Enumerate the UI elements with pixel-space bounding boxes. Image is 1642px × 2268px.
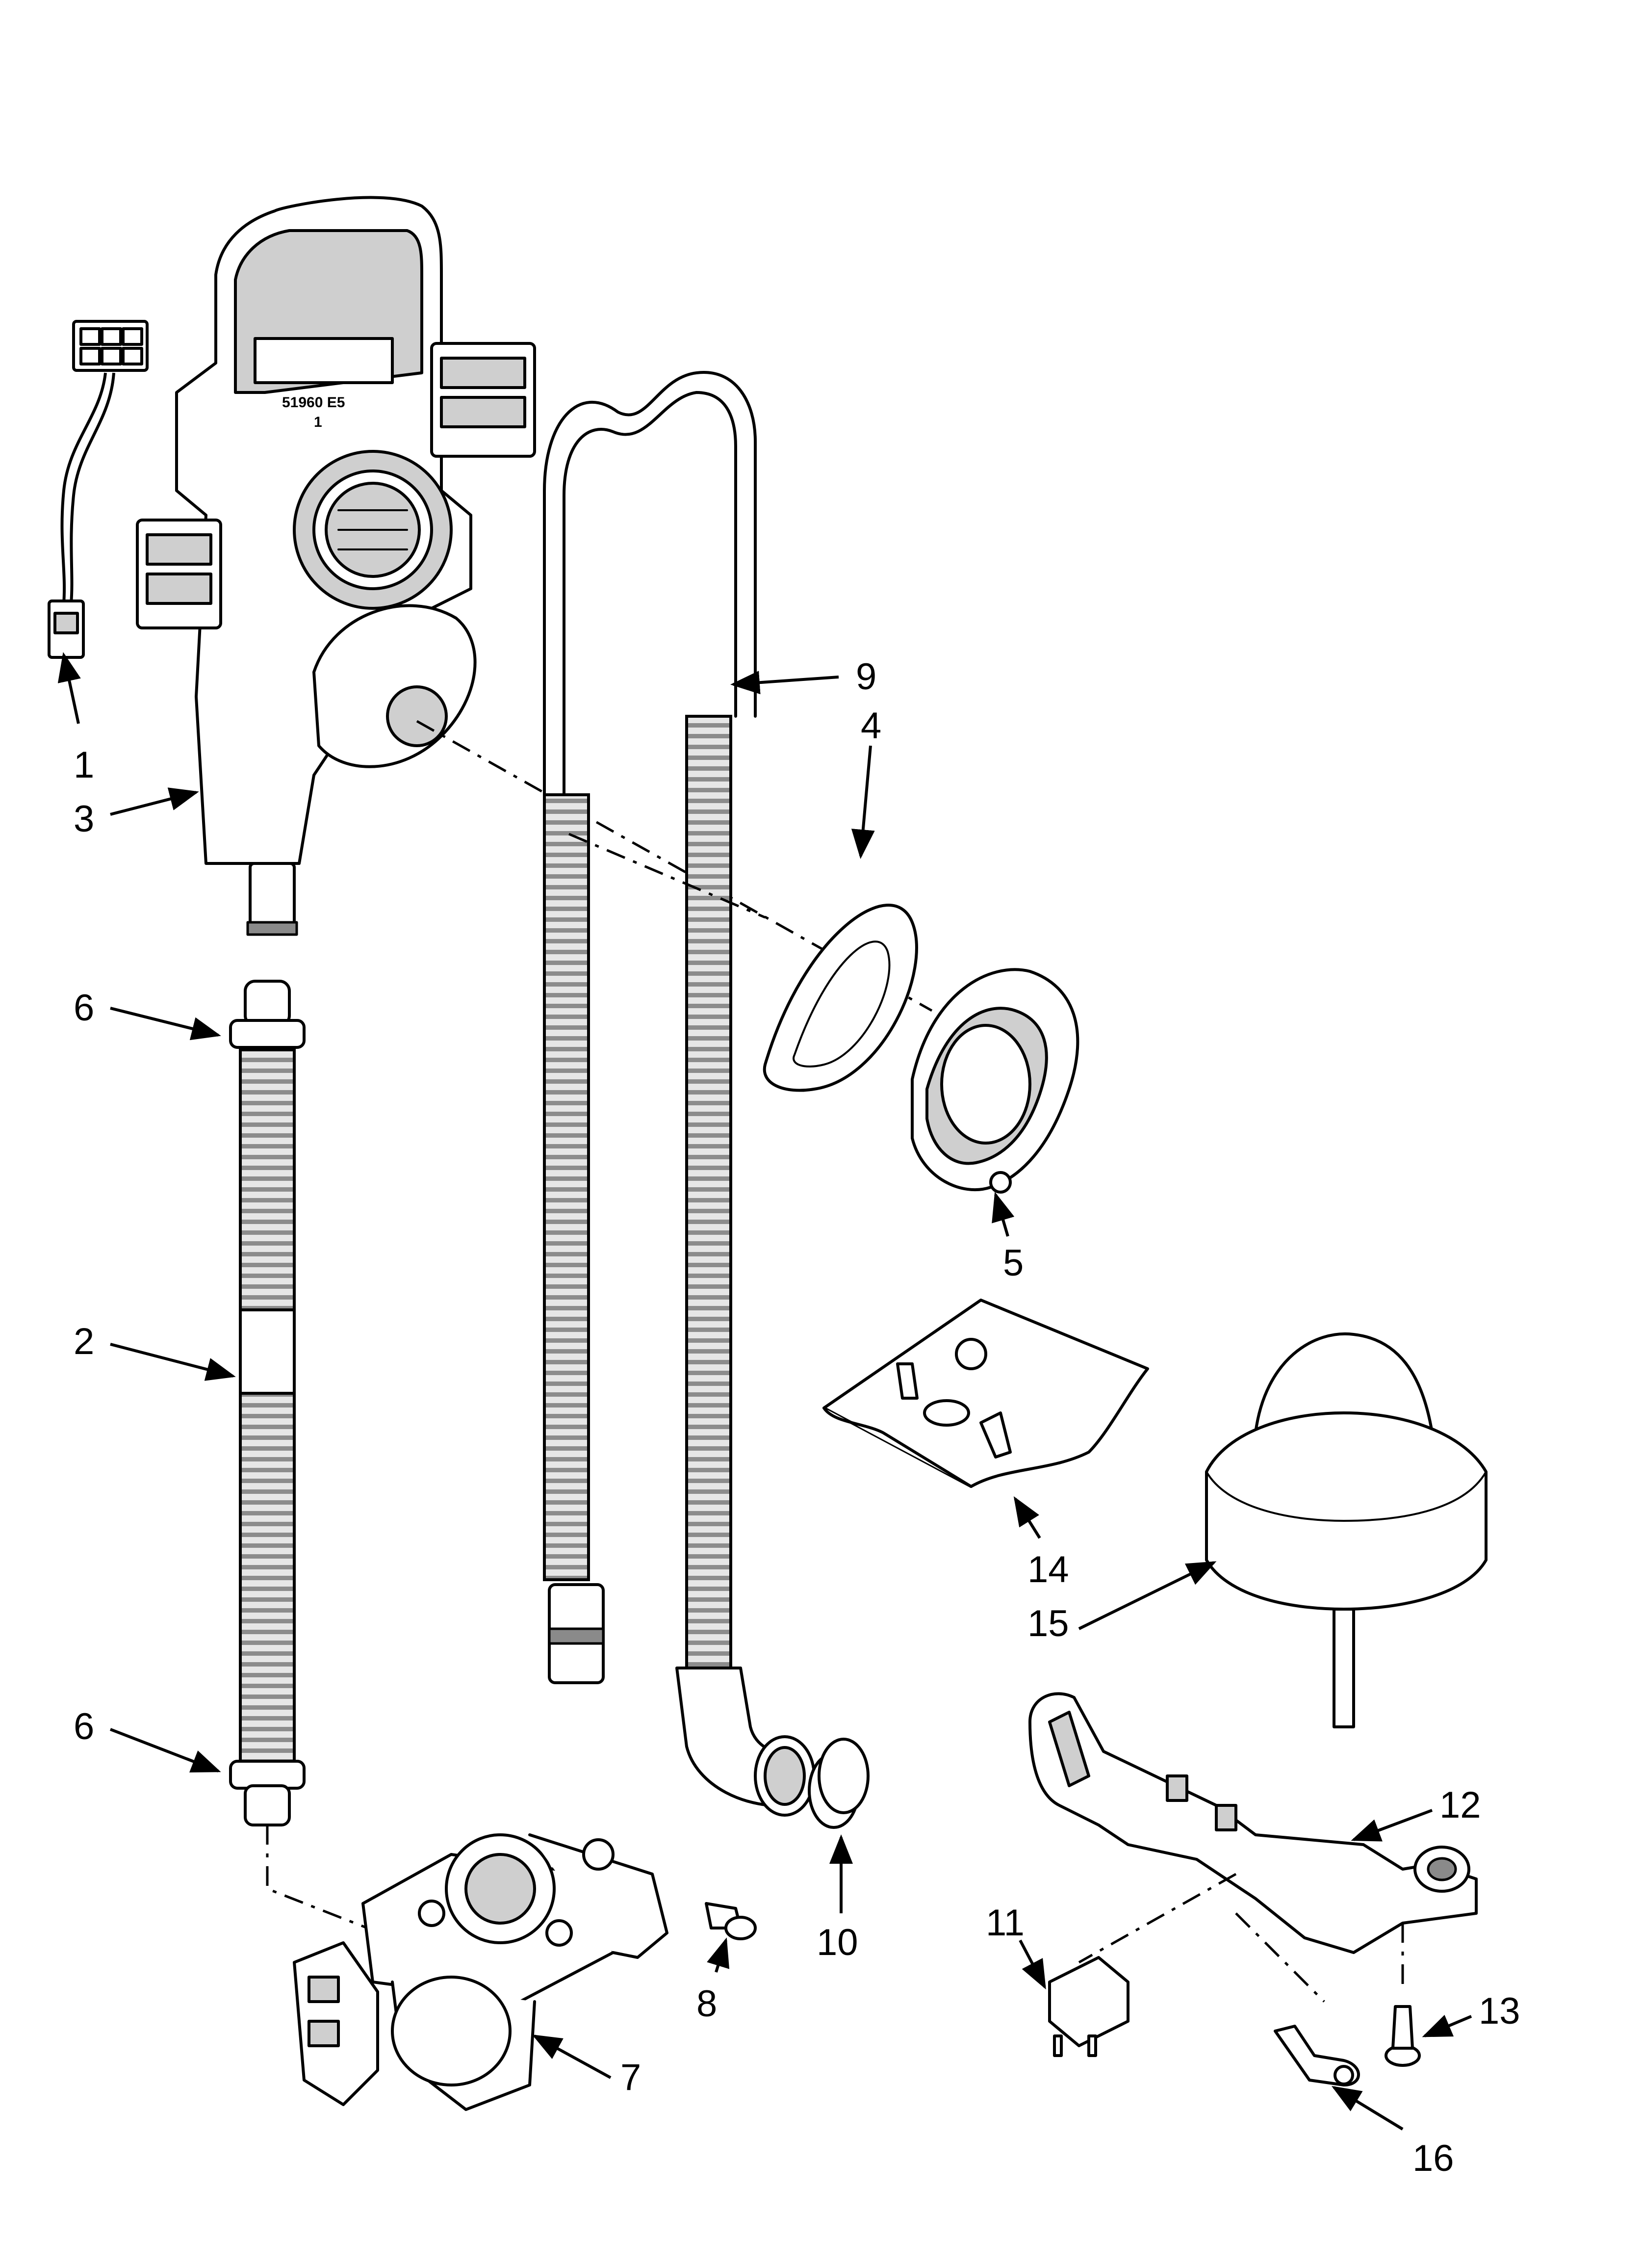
sump-cup-part: [911, 968, 1079, 1194]
corrugated-hose-part: [229, 980, 306, 1826]
callout-6-top: 6: [74, 987, 94, 1029]
callout-13: 13: [1479, 1990, 1520, 2032]
assembly-line-housing-to-cup: [416, 720, 933, 1012]
assembly-line-hose-to-gasket: [568, 833, 766, 919]
assembly-line-bracket-to-switch: [1078, 1873, 1237, 1964]
callout-16: 16: [1412, 2138, 1454, 2179]
callout-8: 8: [696, 1983, 717, 2025]
callout-7: 7: [620, 2057, 641, 2098]
callout-9: 9: [856, 656, 876, 698]
hardware-bag-part: [822, 1299, 1149, 1488]
pump-screw-part: [705, 1902, 757, 1940]
callout-6-bottom: 6: [74, 1706, 94, 1747]
drain-hose-part: [543, 371, 816, 1817]
assembly-line-hose-to-pump: [266, 1825, 393, 1939]
float-part: [1205, 1332, 1488, 1728]
micro-switch-part: [1048, 1956, 1129, 2057]
bracket-screw-part: [1385, 2005, 1421, 2067]
callout-15: 15: [1027, 1603, 1069, 1644]
callout-11: 11: [986, 1902, 1025, 1944]
hose-clamp-part: [808, 1738, 870, 1829]
switch-bracket-part: [1028, 1692, 1478, 1954]
wire-harness-part: [48, 320, 149, 659]
part-stamp-line1: 51960 E5: [282, 394, 345, 411]
callout-4: 4: [861, 705, 881, 747]
float-lever-part: [1274, 2025, 1360, 2086]
callout-10: 10: [817, 1922, 858, 1963]
part-stamp-line2: 1: [314, 414, 322, 430]
callout-14: 14: [1027, 1549, 1069, 1590]
callout-5: 5: [1003, 1242, 1024, 1284]
callout-2: 2: [74, 1321, 94, 1362]
callout-12: 12: [1439, 1784, 1481, 1826]
leader-arrows: [57, 652, 1472, 2131]
gasket-part: [763, 904, 918, 1092]
drain-pump-part: [293, 1833, 668, 2111]
callout-3: 3: [74, 798, 94, 840]
vent-housing-part: 51960 E5 1: [136, 196, 536, 936]
callout-labels: 1 3 6 2 6 9 4 5 14 15 12 10 11 13 8 7 16: [74, 656, 1520, 2179]
callout-1: 1: [74, 744, 94, 786]
